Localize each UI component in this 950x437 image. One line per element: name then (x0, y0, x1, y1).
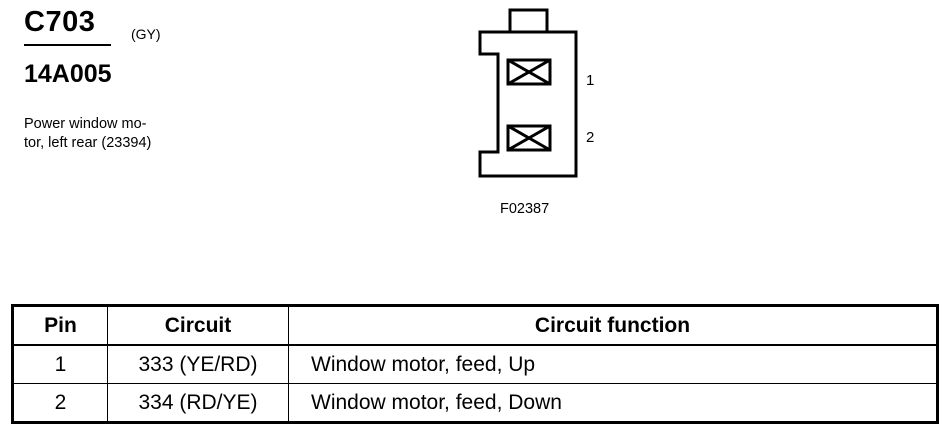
pin-cell: 1 (12, 344, 108, 384)
description-line-2: tor, left rear (23394) (24, 135, 152, 151)
pin-cavity-1 (506, 58, 552, 86)
connector-id-underline (24, 44, 111, 46)
connector-color: (GY) (131, 26, 161, 42)
function-cell: Window motor, feed, Up (288, 344, 938, 384)
circuit-cell: 333 (YE/RD) (107, 344, 289, 384)
connector-latch-tab (508, 8, 549, 32)
figure-id: F02387 (500, 201, 550, 217)
function-cell: Window motor, feed, Down (288, 383, 938, 423)
circuit-cell: 334 (RD/YE) (107, 383, 289, 423)
component-description: Power window mo- tor, left rear (23394) (24, 115, 151, 153)
pin-label-1: 1 (586, 72, 595, 89)
pin-cavity-2 (506, 124, 552, 152)
connector-face-diagram (478, 8, 578, 178)
connector-housing (478, 30, 578, 178)
table-header-row: Pin Circuit Circuit function (12, 305, 938, 346)
column-header-pin: Pin (12, 305, 108, 346)
part-number: 14A005 (24, 60, 112, 88)
column-header-circuit-function: Circuit function (288, 305, 938, 346)
table-row: 2 334 (RD/YE) Window motor, feed, Down (12, 383, 938, 423)
connector-id: C703 (24, 6, 96, 38)
pin-label-2: 2 (586, 129, 595, 146)
pin-table: Pin Circuit Circuit function 1 333 (YE/R… (11, 304, 939, 424)
pin-cell: 2 (12, 383, 108, 423)
column-header-circuit: Circuit (107, 305, 289, 346)
description-line-1: Power window mo- (24, 116, 147, 132)
table-row: 1 333 (YE/RD) Window motor, feed, Up (12, 344, 938, 384)
